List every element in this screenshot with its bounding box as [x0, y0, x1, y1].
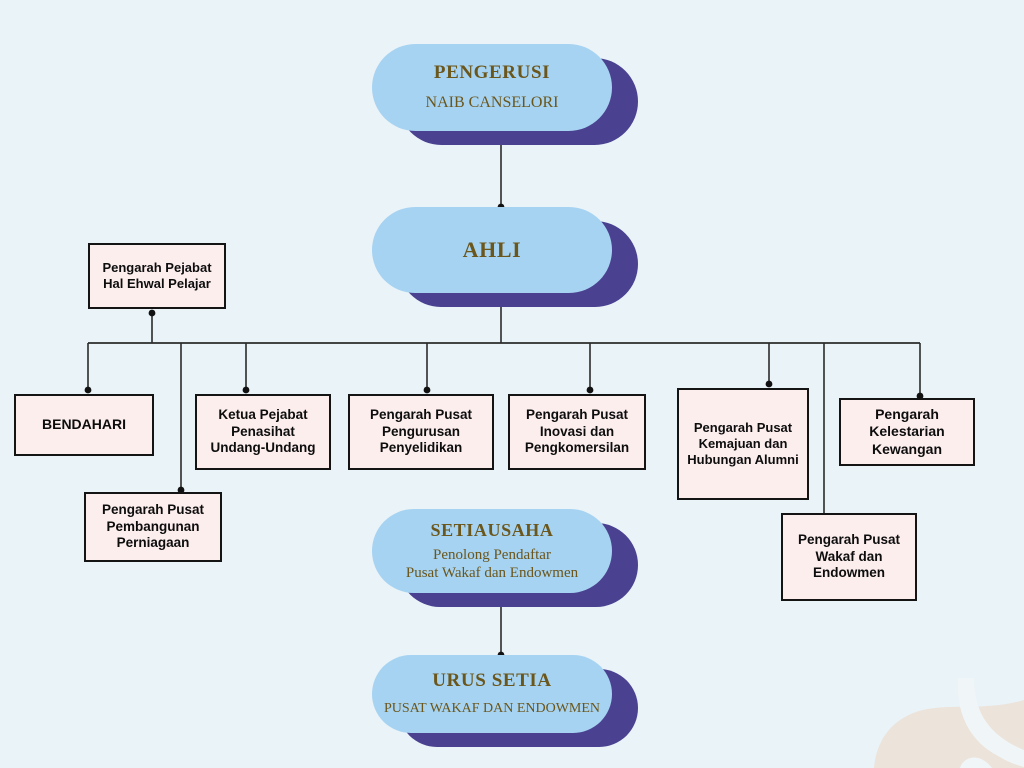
node-face: AHLI [372, 207, 612, 293]
node-setiausaha[interactable]: SETIAUSAHA Penolong Pendaftar Pusat Waka… [372, 509, 638, 607]
node-title: PENGERUSI [433, 62, 551, 84]
node-title: URUS SETIA [432, 670, 552, 692]
node-face: PENGERUSI NAIB CANSELORI [372, 44, 612, 131]
node-ahli[interactable]: AHLI [372, 207, 638, 307]
box-kemajuan-hubungan-alumni[interactable]: Pengarah Pusat Kemajuan dan Hubungan Alu… [677, 388, 809, 500]
box-label: Pengarah Pusat Wakaf dan Endowmen [797, 531, 901, 581]
box-pengurusan-penyelidikan[interactable]: Pengarah Pusat Pengurusan Penyelidikan [348, 394, 494, 470]
decorative-corner-shape [874, 678, 1024, 768]
box-wakaf-endowmen[interactable]: Pengarah Pusat Wakaf dan Endowmen [781, 513, 917, 601]
node-title: SETIAUSAHA [430, 519, 554, 540]
node-subtitle-line1: Penolong Pendaftar [433, 547, 551, 564]
node-urus-setia[interactable]: URUS SETIA PUSAT WAKAF DAN ENDOWMEN [372, 655, 638, 747]
box-pembangunan-perniagaan[interactable]: Pengarah Pusat Pembangunan Perniagaan [84, 492, 222, 562]
box-kelestarian-kewangan[interactable]: Pengarah Kelestarian Kewangan [839, 398, 975, 466]
node-title: AHLI [462, 237, 522, 263]
node-face: URUS SETIA PUSAT WAKAF DAN ENDOWMEN [372, 655, 612, 733]
box-penasihat-undang-undang[interactable]: Ketua Pejabat Penasihat Undang-Undang [195, 394, 331, 470]
box-label: Pengarah Pusat Pengurusan Penyelidikan [369, 406, 473, 456]
node-face: SETIAUSAHA Penolong Pendaftar Pusat Waka… [372, 509, 612, 593]
box-label: BENDAHARI [42, 416, 126, 433]
box-bendahari[interactable]: BENDAHARI [14, 394, 154, 456]
node-subtitle: PUSAT WAKAF DAN ENDOWMEN [383, 701, 601, 717]
node-pengerusi[interactable]: PENGERUSI NAIB CANSELORI [372, 44, 638, 145]
box-inovasi-pengkomersilan[interactable]: Pengarah Pusat Inovasi dan Pengkomersila… [508, 394, 646, 470]
box-label: Ketua Pejabat Penasihat Undang-Undang [210, 406, 316, 456]
box-label: Pengarah Pusat Pembangunan Perniagaan [101, 501, 205, 551]
node-subtitle: NAIB CANSELORI [425, 94, 559, 112]
box-label: Pengarah Pusat Inovasi dan Pengkomersila… [524, 406, 630, 456]
node-subtitle-line2: Pusat Wakaf dan Endowmen [405, 565, 579, 582]
box-label: Pengarah Pusat Kemajuan dan Hubungan Alu… [687, 419, 799, 468]
box-label: Pengarah Kelestarian Kewangan [869, 405, 945, 457]
box-label: Pengarah Pejabat Hal Ehwal Pelajar [102, 259, 212, 291]
box-hal-ehwal-pelajar[interactable]: Pengarah Pejabat Hal Ehwal Pelajar [88, 243, 226, 309]
